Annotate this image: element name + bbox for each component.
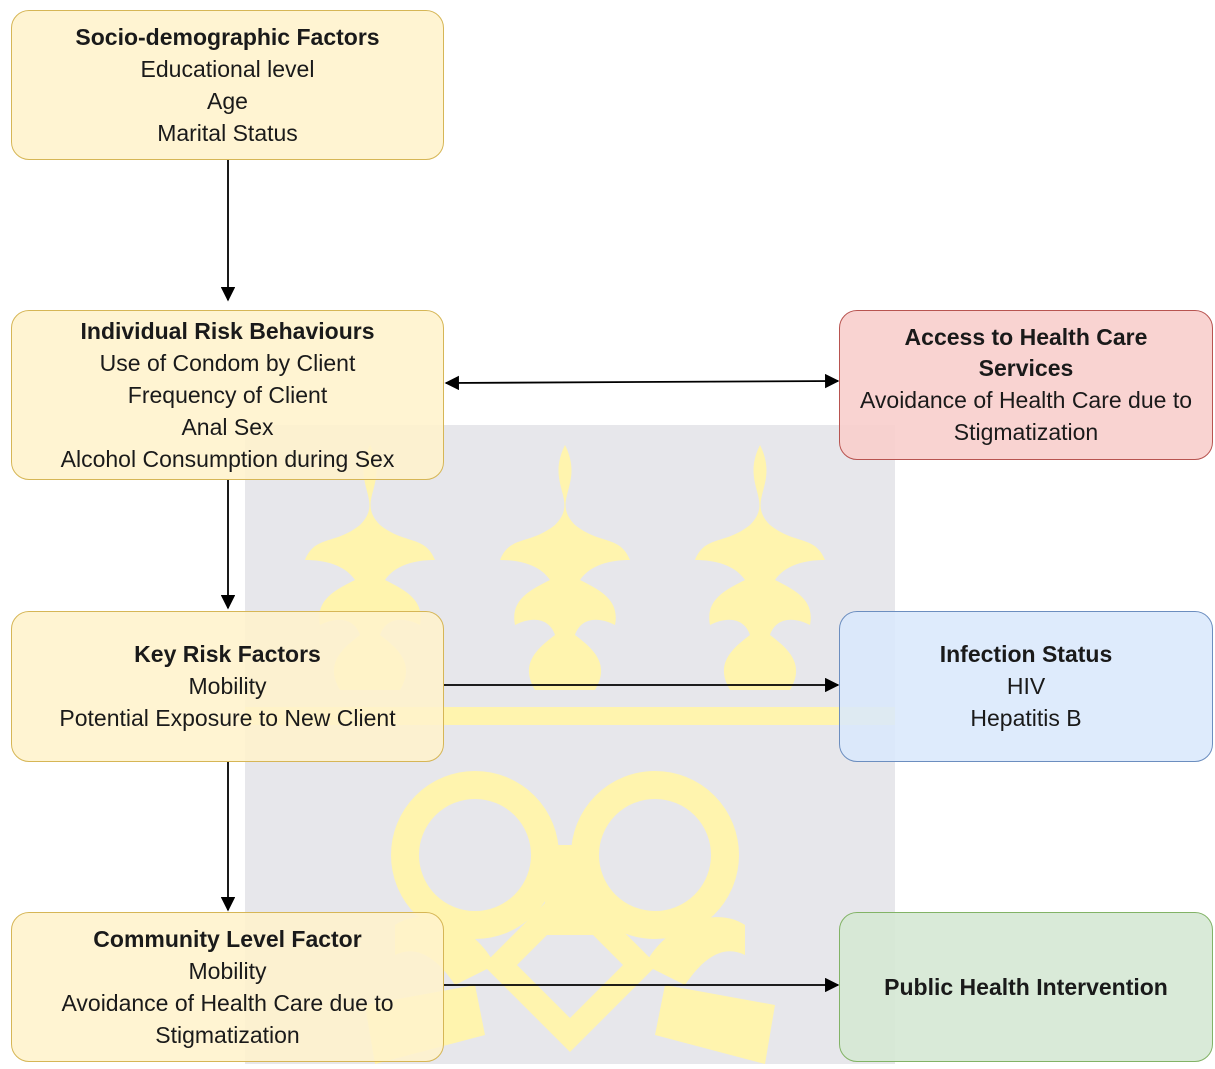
box-title: Key Risk Factors bbox=[134, 641, 321, 667]
box-line: Anal Sex bbox=[181, 413, 274, 440]
box-community-level-factor: Community Level Factor Mobility Avoidanc… bbox=[11, 912, 444, 1062]
box-access-to-health-care-services: Access to Health Care Services Avoidance… bbox=[839, 310, 1213, 460]
box-title: Community Level Factor bbox=[93, 925, 362, 952]
box-line: Use of Condom by Client bbox=[99, 349, 356, 376]
box-line: Marital Status bbox=[157, 119, 298, 146]
box-individual-risk-behaviours: Individual Risk Behaviours Use of Condom… bbox=[11, 310, 444, 480]
box-line: Avoidance of Health Care due to Stigmati… bbox=[859, 387, 1193, 445]
box-public-health-intervention: Public Health Intervention bbox=[839, 912, 1213, 1062]
box-title: Access to Health Care Services bbox=[904, 324, 1148, 381]
box-line: Alcohol Consumption during Sex bbox=[60, 445, 395, 472]
box-line: Avoidance of Health Care due to Stigmati… bbox=[61, 989, 394, 1048]
box-line: Mobility bbox=[188, 957, 267, 984]
box-line: Potential Exposure to New Client bbox=[59, 705, 396, 731]
box-line: Mobility bbox=[188, 673, 267, 699]
box-infection-status: Infection Status HIV Hepatitis B bbox=[839, 611, 1213, 762]
arrow-individual-access-bidirectional bbox=[444, 373, 840, 391]
box-line: HIV bbox=[1006, 673, 1046, 699]
box-line: Educational level bbox=[140, 55, 315, 82]
box-line: Frequency of Client bbox=[127, 381, 328, 408]
box-title: Infection Status bbox=[939, 641, 1113, 667]
box-title: Socio-demographic Factors bbox=[75, 23, 380, 50]
box-key-risk-factors: Key Risk Factors Mobility Potential Expo… bbox=[11, 611, 444, 762]
box-line: Age bbox=[207, 87, 248, 114]
box-title: Individual Risk Behaviours bbox=[80, 317, 375, 344]
box-socio-demographic-factors: Socio-demographic Factors Educational le… bbox=[11, 10, 444, 160]
box-line: Hepatitis B bbox=[970, 705, 1082, 731]
box-title: Public Health Intervention bbox=[884, 973, 1168, 1000]
